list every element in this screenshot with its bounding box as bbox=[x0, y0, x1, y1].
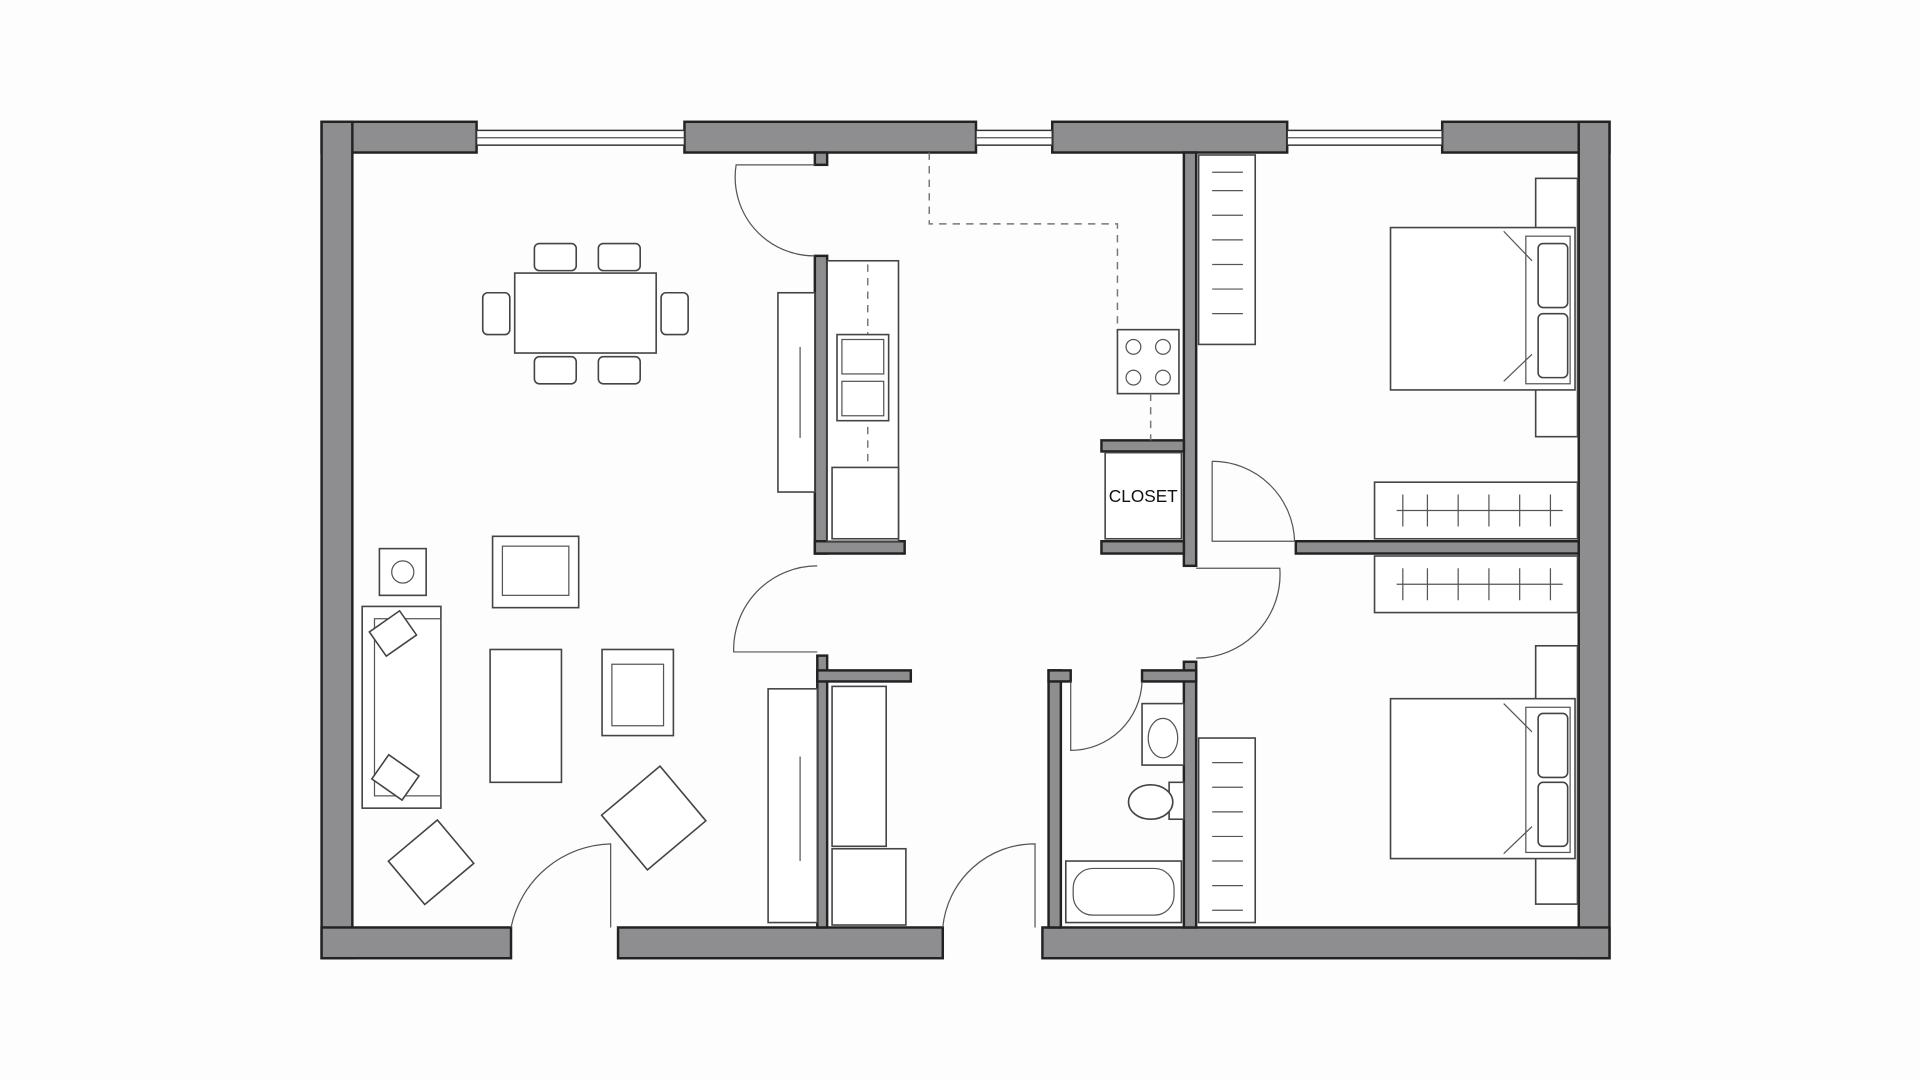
bedroom-1 bbox=[1197, 154, 1579, 540]
closet-label: CLOSET bbox=[1109, 486, 1178, 506]
exterior-walls bbox=[320, 120, 1611, 960]
dining-table bbox=[481, 242, 689, 385]
windows bbox=[475, 129, 1443, 146]
living-room-furniture bbox=[361, 535, 707, 906]
bedroom-2 bbox=[1197, 555, 1579, 924]
doors bbox=[510, 164, 1296, 928]
kitchen bbox=[767, 152, 1180, 926]
bathroom bbox=[1064, 702, 1185, 924]
closet: CLOSET bbox=[1104, 451, 1183, 540]
interior-walls bbox=[813, 151, 1580, 929]
